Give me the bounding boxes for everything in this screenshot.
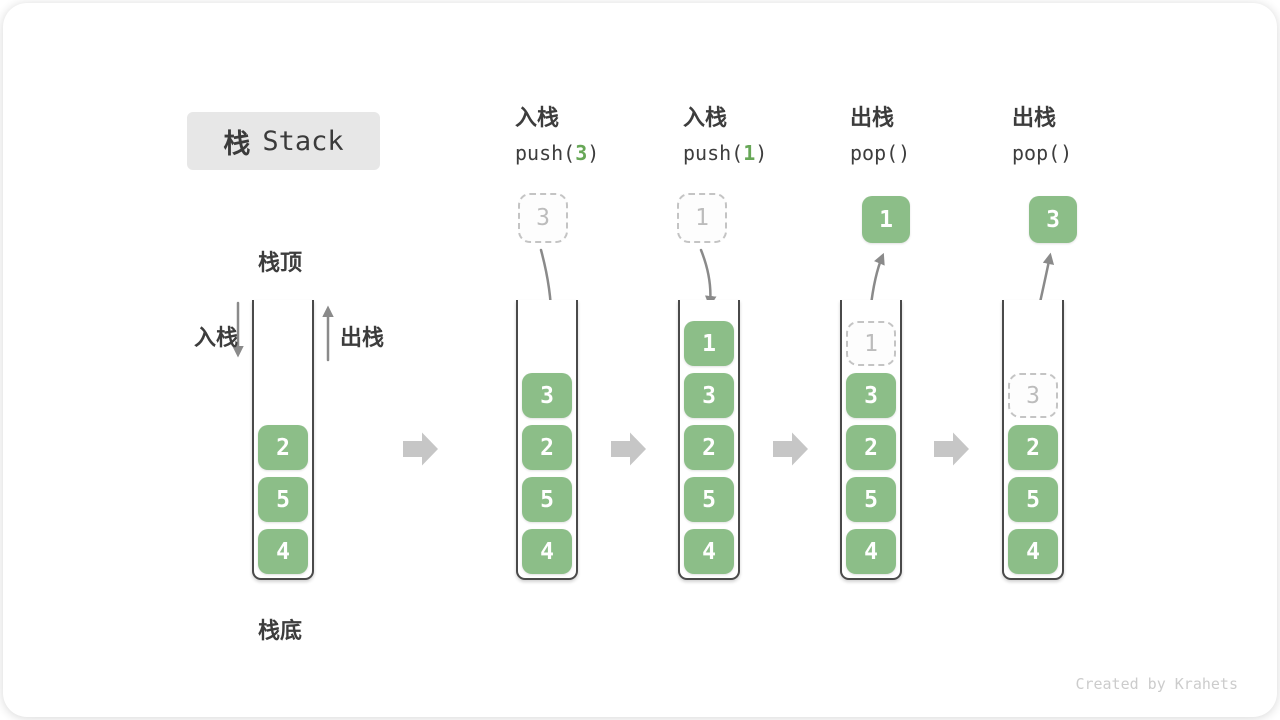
stack-block: 2 xyxy=(846,425,896,470)
stack-block: 5 xyxy=(846,477,896,522)
operation-header: 入栈 push(1) xyxy=(683,106,767,166)
stack-block: 2 xyxy=(684,425,734,470)
incoming-value-block: 3 xyxy=(518,193,568,243)
ghost-block: 1 xyxy=(846,321,896,366)
incoming-value-block: 1 xyxy=(677,193,727,243)
operation-arg: 1 xyxy=(743,141,756,165)
stack-bottom-label: 栈底 xyxy=(258,619,303,644)
title-box: 栈 Stack xyxy=(187,112,380,170)
operation-header: 出栈 pop() xyxy=(1012,106,1072,166)
stack-block: 4 xyxy=(522,529,572,574)
operation-header: 入栈 push(3) xyxy=(515,106,599,166)
watermark: Created by Krahets xyxy=(1075,675,1238,693)
title-en: Stack xyxy=(262,125,344,157)
operation-code: pop() xyxy=(1012,141,1073,165)
operation-label: 出栈 xyxy=(850,106,895,131)
popped-value-block: 3 xyxy=(1029,196,1077,243)
operation-label: 出栈 xyxy=(1012,106,1057,131)
operation-code: push(1) xyxy=(683,141,768,165)
stack-block: 3 xyxy=(684,373,734,418)
stack-block: 2 xyxy=(1008,425,1058,470)
stack-top-label: 栈顶 xyxy=(258,251,303,276)
stack-block: 1 xyxy=(684,321,734,366)
title-cn: 栈 xyxy=(223,128,251,160)
popped-value-block: 1 xyxy=(862,196,910,243)
operation-label: 入栈 xyxy=(683,106,728,131)
stack-block: 4 xyxy=(846,529,896,574)
stack-block: 3 xyxy=(846,373,896,418)
stack-block: 4 xyxy=(684,529,734,574)
operation-code: push(3) xyxy=(515,141,600,165)
stack-block: 5 xyxy=(684,477,734,522)
stack-block: 5 xyxy=(1008,477,1058,522)
stack-block: 3 xyxy=(522,373,572,418)
operation-label: 入栈 xyxy=(515,106,560,131)
pop-side-label: 出栈 xyxy=(340,326,385,351)
stack-block: 5 xyxy=(522,477,572,522)
operation-arg: 3 xyxy=(575,141,588,165)
ghost-block: 3 xyxy=(1008,373,1058,418)
stack-block: 2 xyxy=(258,425,308,470)
operation-header: 出栈 pop() xyxy=(850,106,910,166)
stack-block: 2 xyxy=(522,425,572,470)
stack-block: 4 xyxy=(1008,529,1058,574)
stack-block: 4 xyxy=(258,529,308,574)
operation-code: pop() xyxy=(850,141,911,165)
stack-block: 5 xyxy=(258,477,308,522)
push-side-label: 入栈 xyxy=(194,326,239,351)
